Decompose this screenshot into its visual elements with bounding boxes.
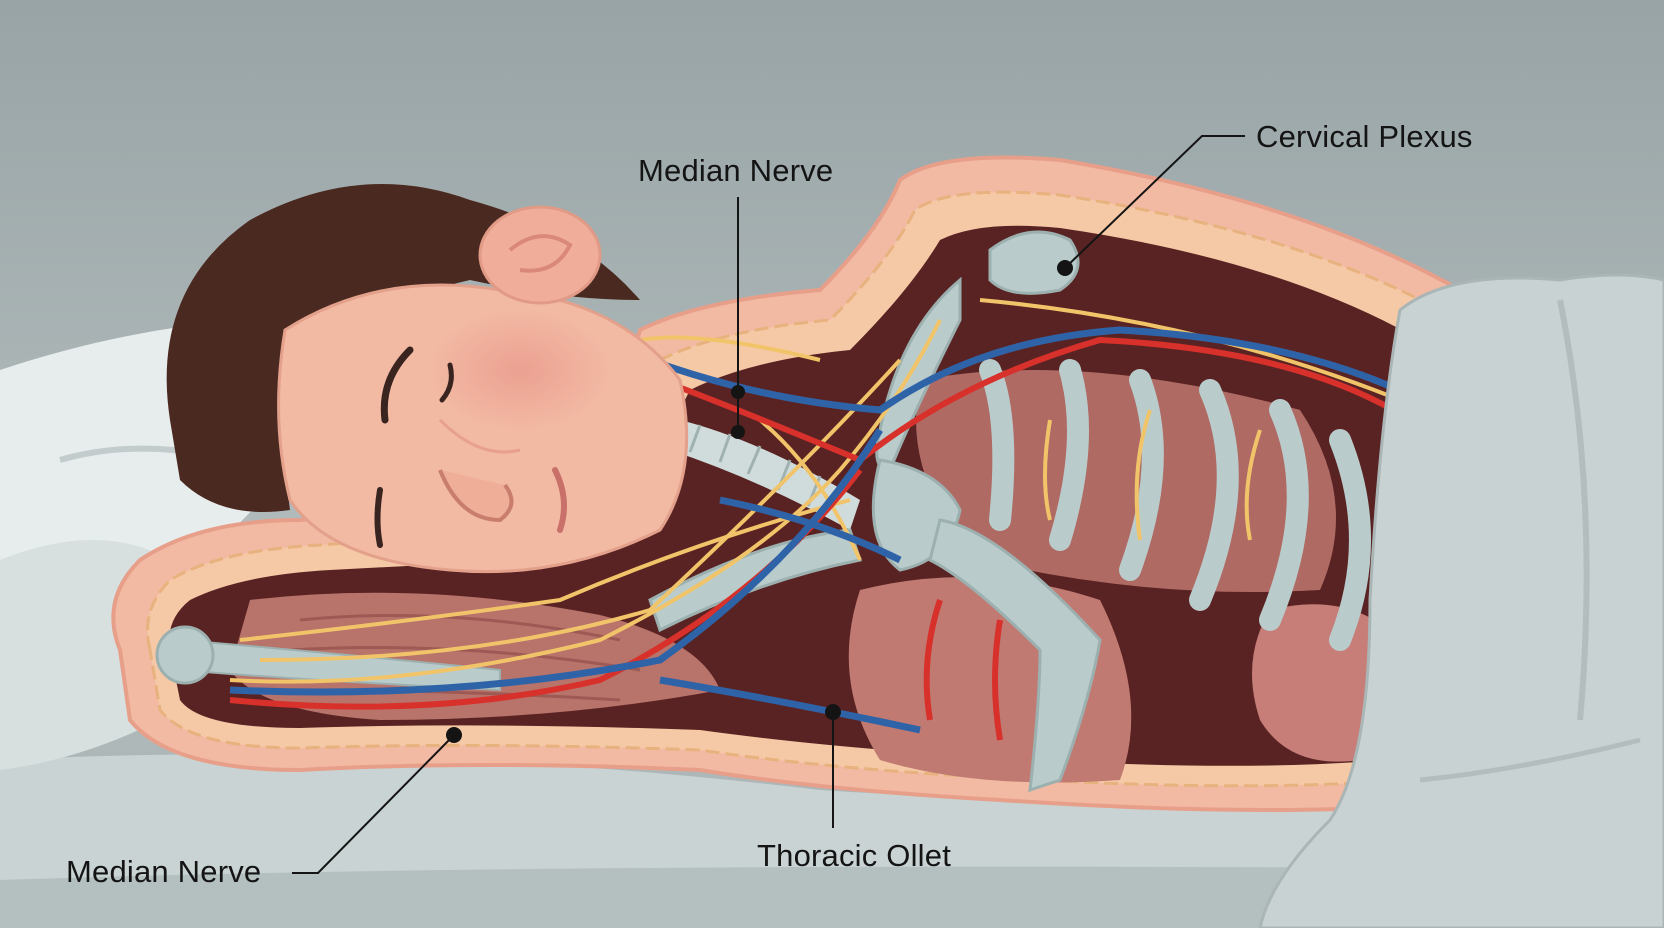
brow	[374, 487, 383, 548]
blanket-fold	[1557, 299, 1590, 721]
label-cervical-plexus: Cervical Plexus	[1256, 119, 1473, 154]
dot-median-top-1	[731, 385, 745, 399]
dot-median-top-2	[731, 425, 745, 439]
clavicle	[875, 276, 962, 472]
head	[166, 184, 689, 574]
blanket	[1258, 273, 1664, 928]
label-thoracic-outlet: Thoracic Ollet	[757, 838, 952, 873]
leader-dots	[446, 260, 1073, 743]
ear-inner	[508, 234, 573, 273]
mouth	[552, 467, 567, 533]
arm-bone	[179, 638, 501, 692]
elbow-joint	[155, 625, 215, 685]
label-median-nerve-bottom: Median Nerve	[66, 854, 262, 889]
mattress-highlight	[0, 866, 1664, 928]
label-median-nerve-top: Median Nerve	[638, 153, 834, 188]
sternum	[928, 518, 1102, 793]
scapula	[988, 230, 1080, 295]
chin-shadow	[438, 418, 521, 454]
dot-cervical	[1057, 260, 1073, 276]
leader-median-bottom	[292, 734, 455, 874]
blanket-fold-2	[1419, 737, 1641, 783]
nose	[438, 469, 514, 523]
ribs	[979, 359, 1371, 651]
leader-cervical	[1064, 135, 1245, 269]
cheek-blush	[430, 310, 610, 430]
eyelid	[380, 346, 414, 424]
ear	[478, 205, 602, 305]
trachea	[670, 420, 860, 530]
dot-thoracic	[825, 704, 841, 720]
eyelash	[439, 362, 454, 403]
dot-median-bottom	[446, 727, 462, 743]
veins	[229, 326, 1422, 734]
